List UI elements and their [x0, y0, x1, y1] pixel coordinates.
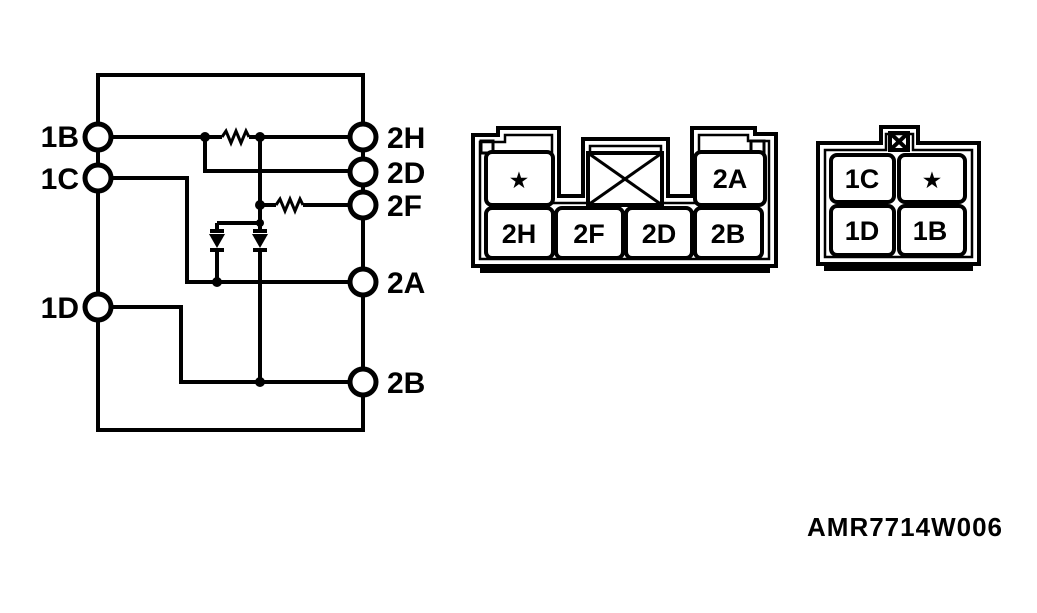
terminal-label-2d: 2D: [387, 157, 425, 190]
junction-dot: [212, 277, 222, 287]
cavity-1b: [897, 204, 967, 257]
cavity-label-2a: 2A: [713, 164, 748, 194]
keyway-icon: [888, 131, 910, 152]
resistor-icon: [220, 127, 251, 147]
connector-4way-face: 1C ★ 1D 1B: [816, 125, 981, 271]
wire-branch-2d: [203, 137, 350, 173]
terminal-2f-circle: [347, 189, 379, 221]
blocked-cavity-icon: [586, 151, 664, 207]
circuit-schematic: 1B 1C 1D 2H 2D 2F 2A 2B: [41, 73, 425, 432]
terminal-label-1b: 1B: [41, 121, 79, 154]
terminal-1b-circle: [82, 121, 114, 153]
cavity-label-1d: 1D: [845, 216, 880, 246]
junction-dot: [200, 132, 210, 142]
connector-4way-housing-inner: [823, 132, 974, 259]
top-rail-wire: [96, 73, 365, 124]
terminal-2h-circle: [347, 121, 379, 153]
star-mark: ★: [510, 170, 528, 192]
connector-8way-face: ★ 2A 2H 2F 2D 2B: [471, 126, 778, 273]
cavity-2f: [554, 206, 625, 260]
junction-dot: [255, 132, 265, 142]
wire-1d-2b: [111, 305, 350, 384]
terminal-1c-circle: [82, 162, 114, 194]
wire-1c-2a: [111, 176, 350, 284]
diode-icon: [209, 229, 225, 252]
terminal-2b-circle: [347, 366, 379, 398]
connector-4way-housing-outer: [816, 125, 981, 266]
cavity-star: [484, 150, 555, 207]
terminal-label-1d: 1D: [41, 292, 79, 325]
terminal-label-2a: 2A: [387, 267, 425, 300]
cavity-label-2f: 2F: [573, 219, 605, 249]
terminal-2d-circle: [347, 156, 379, 188]
cavity-star: [897, 153, 967, 204]
resistor-icon: [274, 195, 305, 215]
cavity-1d: [829, 204, 896, 257]
terminal-1d-circle: [82, 291, 114, 323]
cavity-1c: [829, 153, 896, 204]
terminal-label-2b: 2B: [387, 367, 425, 400]
cavity-2h: [484, 206, 555, 260]
cavity-2a: [693, 150, 767, 207]
junction-dot: [255, 377, 265, 387]
cavity-label-2b: 2B: [711, 219, 746, 249]
terminal-label-1c: 1C: [41, 163, 79, 196]
cavity-2d: [624, 206, 694, 260]
junction-dot: [256, 219, 264, 227]
cavity-label-2d: 2D: [642, 219, 677, 249]
terminal-label-2h: 2H: [387, 122, 425, 155]
diode-icon: [252, 229, 268, 252]
cavity-2b: [693, 206, 764, 260]
bottom-rail-wire: [96, 320, 365, 432]
star-mark: ★: [923, 170, 941, 192]
junction-dot: [255, 200, 265, 210]
cavity-label-1b: 1B: [913, 216, 948, 246]
terminal-label-2f: 2F: [387, 190, 422, 223]
terminal-2a-circle: [347, 266, 379, 298]
connector-8way-housing-outer: [471, 126, 778, 268]
cavity-label-1c: 1C: [845, 164, 880, 194]
cavity-label-2h: 2H: [502, 219, 537, 249]
figure-code: AMR7714W006: [807, 512, 1003, 542]
